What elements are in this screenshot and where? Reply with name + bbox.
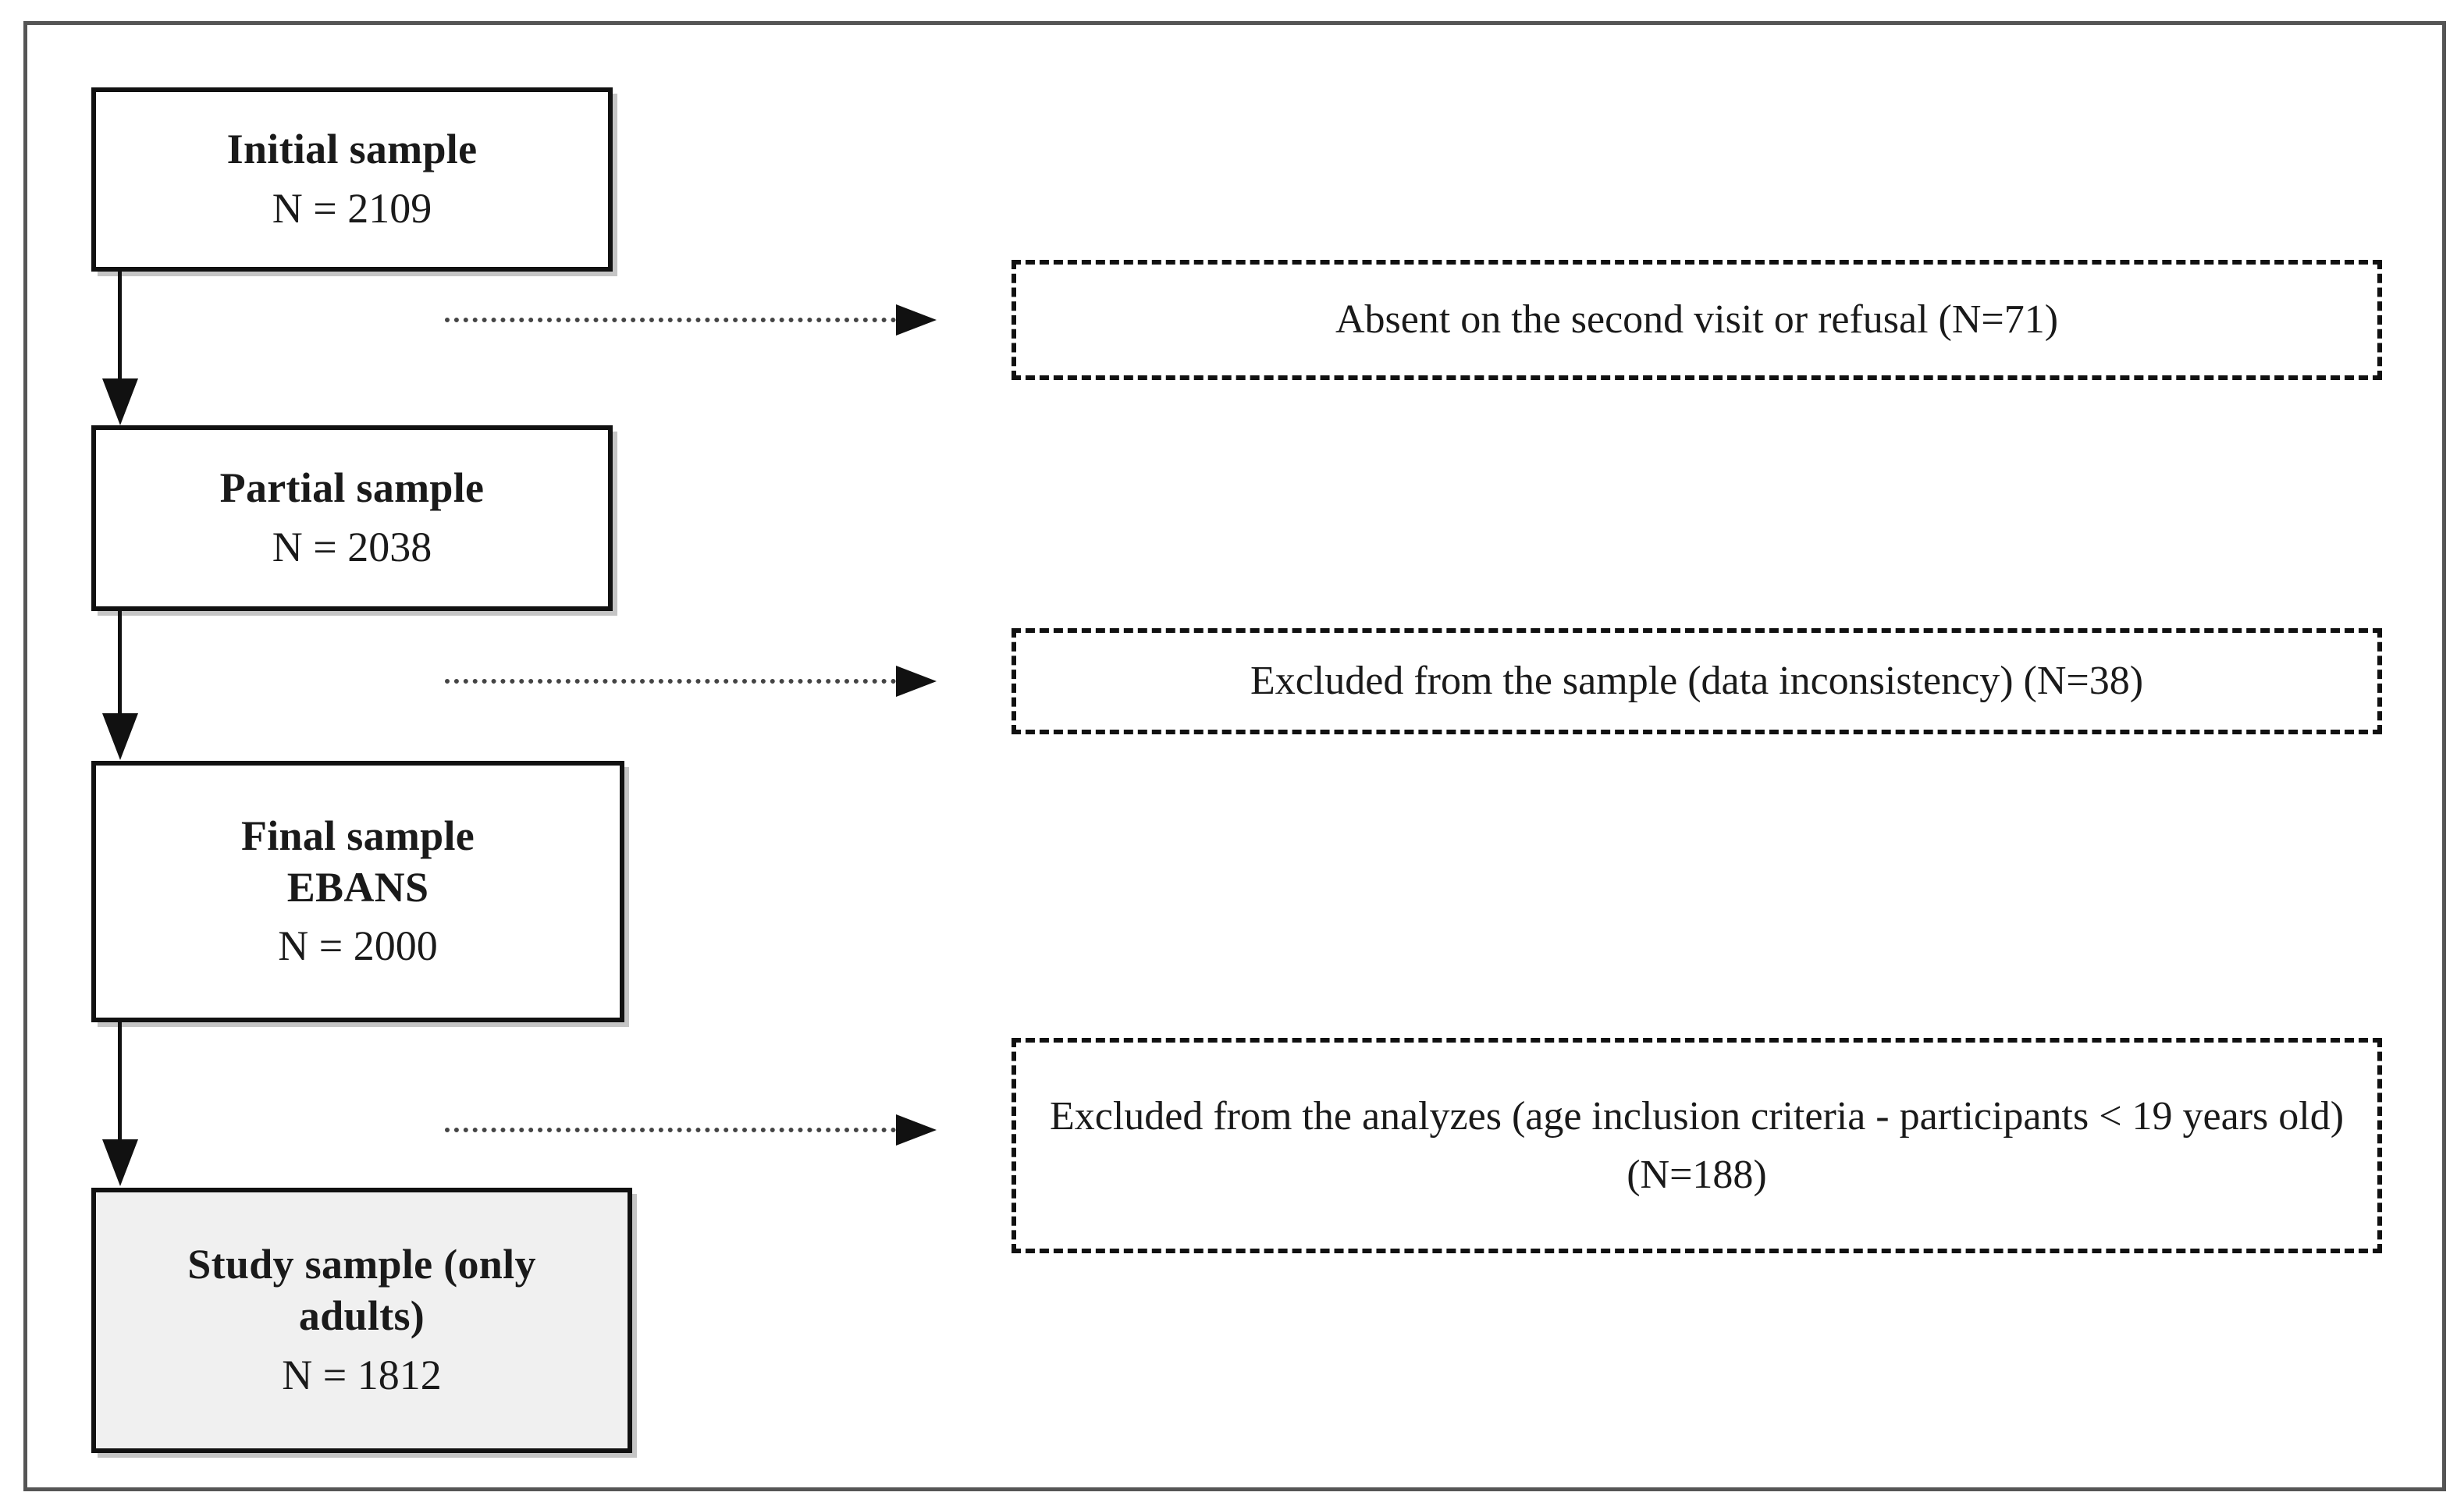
node-partial-sample: Partial sample N = 2038	[91, 425, 613, 611]
exclusion-box-age-line2: < 19 years old) (N=188)	[1627, 1093, 2345, 1197]
arrow-dotted-shaft	[445, 679, 896, 684]
node-study-sample-count: N = 1812	[282, 1351, 442, 1398]
node-final-sample-title-line2: EBANS	[286, 863, 429, 911]
arrow-final-to-study	[102, 1022, 138, 1188]
arrow-head-icon	[896, 1114, 937, 1146]
node-partial-sample-title: Partial sample	[219, 464, 485, 512]
node-study-sample-title-line2: adults)	[298, 1292, 425, 1340]
arrow-shaft	[118, 1022, 122, 1141]
node-initial-sample: Initial sample N = 2109	[91, 87, 613, 272]
exclusion-box-inconsistency: Excluded from the sample (data inconsist…	[1012, 628, 2382, 734]
arrow-to-exclusion-inconsistency	[445, 666, 937, 697]
arrow-dotted-shaft	[445, 1128, 896, 1132]
node-final-sample: Final sample EBANS N = 2000	[91, 761, 624, 1022]
arrow-to-exclusion-absent	[445, 304, 937, 336]
exclusion-box-absent: Absent on the second visit or refusal (N…	[1012, 260, 2382, 380]
arrow-head-icon	[102, 1139, 138, 1186]
arrow-initial-to-partial	[102, 272, 138, 425]
arrow-head-icon	[896, 666, 937, 697]
exclusion-box-absent-text: Absent on the second visit or refusal (N…	[1335, 297, 2059, 343]
exclusion-box-inconsistency-text: Excluded from the sample (data inconsist…	[1250, 659, 2144, 704]
arrow-shaft	[118, 611, 122, 716]
exclusion-box-age-text: Excluded from the analyzes (age inclusio…	[1043, 1087, 2351, 1205]
node-initial-sample-count: N = 2109	[272, 185, 432, 232]
exclusion-box-age: Excluded from the analyzes (age inclusio…	[1012, 1038, 2382, 1253]
node-study-sample: Study sample (only adults) N = 1812	[91, 1188, 632, 1453]
node-final-sample-count: N = 2000	[278, 922, 438, 970]
diagram-outer-frame	[23, 21, 2446, 1491]
arrow-partial-to-final	[102, 611, 138, 761]
arrow-head-icon	[102, 713, 138, 760]
node-initial-sample-title: Initial sample	[226, 126, 478, 173]
node-final-sample-title-line1: Final sample	[240, 812, 475, 859]
arrow-shaft	[118, 272, 122, 381]
node-partial-sample-count: N = 2038	[272, 524, 432, 570]
arrow-head-icon	[102, 378, 138, 425]
arrow-dotted-shaft	[445, 318, 896, 322]
exclusion-box-age-line1: Excluded from the analyzes (age inclusio…	[1049, 1093, 2089, 1139]
node-study-sample-title-line1: Study sample (only	[187, 1241, 536, 1288]
arrow-head-icon	[896, 304, 937, 336]
arrow-to-exclusion-age	[445, 1114, 937, 1146]
